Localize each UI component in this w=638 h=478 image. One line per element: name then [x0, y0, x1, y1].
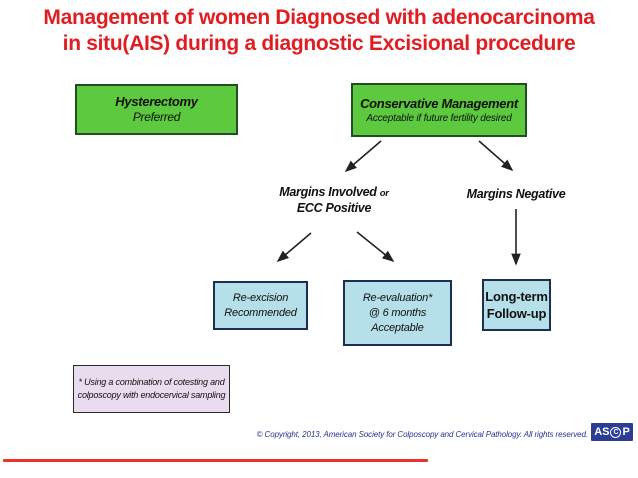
node-hysterectomy-subtitle: Preferred — [132, 110, 181, 124]
footnote-line2: colposcopy with endocervical sampling — [77, 390, 226, 400]
arrow-conservative-to-margins-negative — [478, 140, 514, 172]
copyright-text: © Copyright, 2013, American Society for … — [256, 430, 588, 439]
footnote-line1: * Using a combination of cotesting and — [78, 377, 225, 387]
node-re-excision-line1: Re-excision — [232, 291, 289, 304]
node-conservative-subtitle: Acceptable if future fertility desired — [366, 112, 512, 124]
arrow-conservative-to-margins-involved — [344, 140, 382, 173]
label-margins-involved-line1: Margins Involved or — [256, 185, 412, 201]
page-title-line2: in situ(AIS) during a diagnostic Excisio… — [62, 32, 576, 55]
node-conservative-management: Conservative Management Acceptable if fu… — [351, 83, 527, 137]
node-long-term-follow-up: Long-term Follow-up — [482, 279, 551, 331]
node-re-evaluation-line2: @ 6 months — [368, 306, 427, 319]
node-conservative-title: Conservative Management — [360, 95, 518, 111]
node-re-evaluation-line1: Re-evaluation* — [362, 291, 433, 304]
label-margins-involved-main: Margins Involved — [279, 185, 377, 199]
label-margins-involved-or: or — [379, 188, 389, 199]
node-re-evaluation: Re-evaluation* @ 6 months Acceptable — [343, 280, 452, 346]
asccp-logo-right: P — [622, 426, 630, 438]
node-re-evaluation-line3: Acceptable — [371, 321, 424, 334]
label-margins-negative: Margins Negative — [466, 187, 566, 201]
node-long-term-line1: Long-term — [485, 289, 548, 304]
label-ecc-positive: ECC Positive — [296, 201, 372, 215]
footnote-box: * Using a combination of cotesting and c… — [73, 365, 230, 413]
page-title: Management of women Diagnosed with adeno… — [0, 5, 638, 57]
arrow-ecc-to-reexcision — [276, 232, 312, 263]
node-long-term-line2: Follow-up — [486, 306, 547, 321]
node-re-excision: Re-excision Recommended — [213, 281, 308, 330]
label-margins-involved: Margins Involved or ECC Positive — [256, 185, 412, 216]
node-hysterectomy-title: Hysterectomy — [115, 94, 198, 109]
bottom-divider-line — [3, 459, 428, 462]
page-title-line1: Management of women Diagnosed with adeno… — [43, 6, 595, 29]
asccp-logo: AS C P — [591, 423, 633, 441]
asccp-logo-circle-icon: C — [610, 426, 622, 438]
arrow-ecc-to-reevaluation — [356, 231, 395, 263]
node-hysterectomy: Hysterectomy Preferred — [75, 84, 238, 135]
asccp-logo-left: AS — [594, 426, 610, 438]
node-re-excision-line2: Recommended — [224, 306, 297, 319]
